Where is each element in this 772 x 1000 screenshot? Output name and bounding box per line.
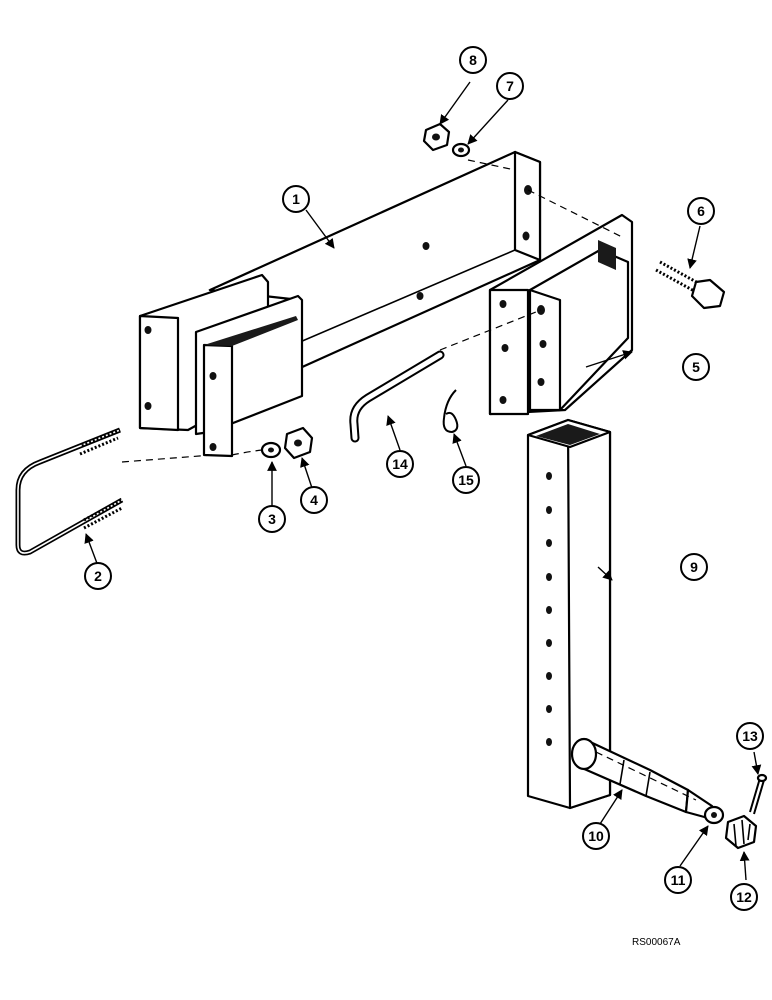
callout-label: 8 bbox=[469, 52, 477, 68]
callout-2: 2 bbox=[84, 562, 112, 590]
cotter-pin-part bbox=[749, 773, 768, 815]
top-washer-part bbox=[451, 142, 471, 158]
callout-label: 1 bbox=[292, 191, 300, 207]
leader-lines bbox=[84, 81, 762, 881]
hex-nut-part bbox=[283, 426, 314, 460]
callout-label: 7 bbox=[506, 78, 514, 94]
callout-3: 3 bbox=[258, 505, 286, 533]
lock-washer-part bbox=[260, 441, 282, 459]
flat-washer-part bbox=[703, 805, 725, 825]
u-bolt-part bbox=[15, 427, 124, 556]
callout-10: 10 bbox=[582, 822, 610, 850]
callout-label: 4 bbox=[310, 492, 318, 508]
callout-9: 9 bbox=[680, 553, 708, 581]
reference-code: RS00067A bbox=[632, 937, 681, 948]
callout-label: 14 bbox=[392, 456, 408, 472]
callout-13: 13 bbox=[736, 722, 764, 750]
callout-12: 12 bbox=[730, 883, 758, 911]
square-tube-part bbox=[526, 418, 612, 810]
callout-7: 7 bbox=[496, 72, 524, 100]
callout-label: 15 bbox=[458, 472, 474, 488]
callout-label: 13 bbox=[742, 728, 758, 744]
callout-label: 11 bbox=[671, 872, 686, 888]
callout-15: 15 bbox=[452, 466, 480, 494]
hex-bolt-part bbox=[655, 260, 726, 310]
hair-pin-clip-part bbox=[442, 389, 459, 434]
callout-8: 8 bbox=[459, 46, 487, 74]
hitch-pin-part bbox=[349, 350, 445, 443]
callout-14: 14 bbox=[386, 450, 414, 478]
castle-nut-part bbox=[724, 814, 758, 850]
callout-4: 4 bbox=[300, 486, 328, 514]
callout-label: 12 bbox=[736, 889, 752, 905]
callout-label: 9 bbox=[690, 559, 698, 575]
callout-label: 6 bbox=[697, 203, 705, 219]
callout-1: 1 bbox=[282, 185, 310, 213]
callout-label: 3 bbox=[268, 511, 276, 527]
callout-label: 10 bbox=[588, 828, 604, 844]
callout-6: 6 bbox=[687, 197, 715, 225]
left-clamp-bracket bbox=[138, 273, 304, 458]
assembly-lines bbox=[121, 159, 697, 801]
top-nut-part bbox=[422, 122, 451, 152]
callout-label: 5 bbox=[692, 359, 700, 375]
callout-label: 2 bbox=[94, 568, 102, 584]
right-clamp-bracket bbox=[488, 213, 634, 416]
callout-11: 11 bbox=[664, 866, 692, 894]
callout-5: 5 bbox=[682, 353, 710, 381]
